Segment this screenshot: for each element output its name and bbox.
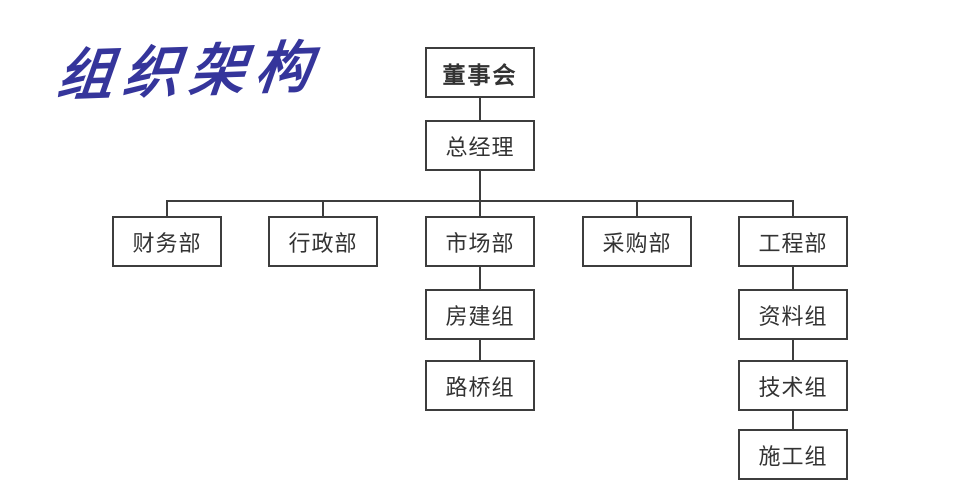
org-node-general-manager: 总经理	[425, 120, 535, 171]
org-node-housing-construction-group: 房建组	[425, 289, 535, 340]
org-node-documentation-group: 资料组	[738, 289, 848, 340]
org-node-technical-group: 技术组	[738, 360, 848, 411]
org-node-board-of-directors: 董事会	[425, 47, 535, 98]
connector-board-to-gm	[479, 98, 481, 120]
connector-technical-to-construction	[792, 411, 794, 429]
connector-drop-finance	[166, 202, 168, 216]
org-node-admin-dept: 行政部	[268, 216, 378, 267]
connector-drop-admin	[322, 202, 324, 216]
connector-departments-horizontal	[166, 200, 794, 202]
org-node-marketing-dept: 市场部	[425, 216, 535, 267]
page-title: 组织架构	[54, 33, 325, 110]
connector-engineering-to-docs	[792, 267, 794, 289]
org-node-finance-dept: 财务部	[112, 216, 222, 267]
org-node-engineering-dept: 工程部	[738, 216, 848, 267]
connector-housing-to-roadbridge	[479, 340, 481, 360]
connector-drop-procurement	[636, 202, 638, 216]
org-node-procurement-dept: 采购部	[582, 216, 692, 267]
connector-drop-engineering	[792, 202, 794, 216]
org-node-construction-group: 施工组	[738, 429, 848, 480]
connector-docs-to-technical	[792, 340, 794, 360]
connector-gm-to-departments	[479, 171, 481, 200]
org-node-road-bridge-group: 路桥组	[425, 360, 535, 411]
connector-marketing-to-housing	[479, 267, 481, 289]
connector-drop-marketing	[479, 202, 481, 216]
